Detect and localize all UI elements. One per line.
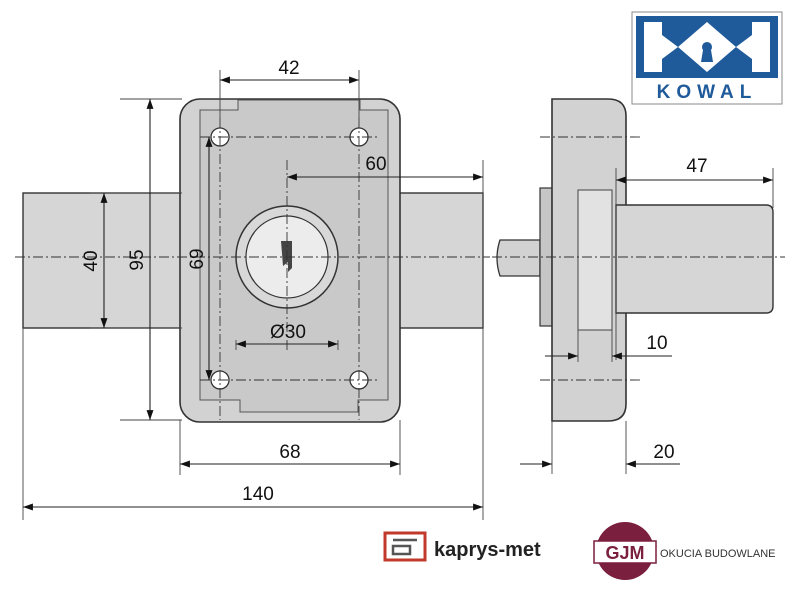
dim-hole-spacing-v: 69 — [187, 248, 208, 269]
kaprys-brand-text: kaprys-met — [434, 539, 541, 561]
dim-overall-width: 140 — [242, 484, 274, 505]
gjm-logo: GJM OKUCIA BUDOWLANE — [593, 522, 776, 580]
dim-bolt-height: 40 — [81, 250, 102, 271]
dim-top-width: 42 — [278, 58, 299, 79]
dim-body-height: 95 — [127, 249, 148, 270]
kaprys-logo: kaprys-met — [383, 531, 541, 562]
keyway-icon — [281, 241, 292, 272]
dim-depth: 20 — [653, 442, 674, 463]
front-view: 42 60 40 95 69 Ø30 68 140 — [15, 58, 490, 520]
bolt-right — [394, 192, 484, 329]
kaprys-mark-icon — [391, 538, 417, 556]
dim-offset: 60 — [365, 154, 386, 175]
dim-bolt-projection: 47 — [686, 156, 707, 177]
dim-hole-spacing-h: 68 — [279, 442, 300, 463]
side-view: 47 10 20 — [492, 98, 785, 474]
kowal-brand-text: KOWAL — [657, 82, 758, 103]
side-bolt — [615, 204, 774, 314]
side-recess — [577, 189, 613, 331]
gjm-tagline: OKUCIA BUDOWLANE — [660, 548, 776, 560]
dim-cylinder-diameter: Ø30 — [270, 322, 306, 343]
side-knob — [496, 239, 541, 277]
kowal-logo: KOWAL — [631, 11, 783, 105]
gjm-brand-text: GJM — [605, 543, 644, 563]
dim-plate: 10 — [646, 333, 667, 354]
keyhole-icon — [701, 41, 713, 62]
